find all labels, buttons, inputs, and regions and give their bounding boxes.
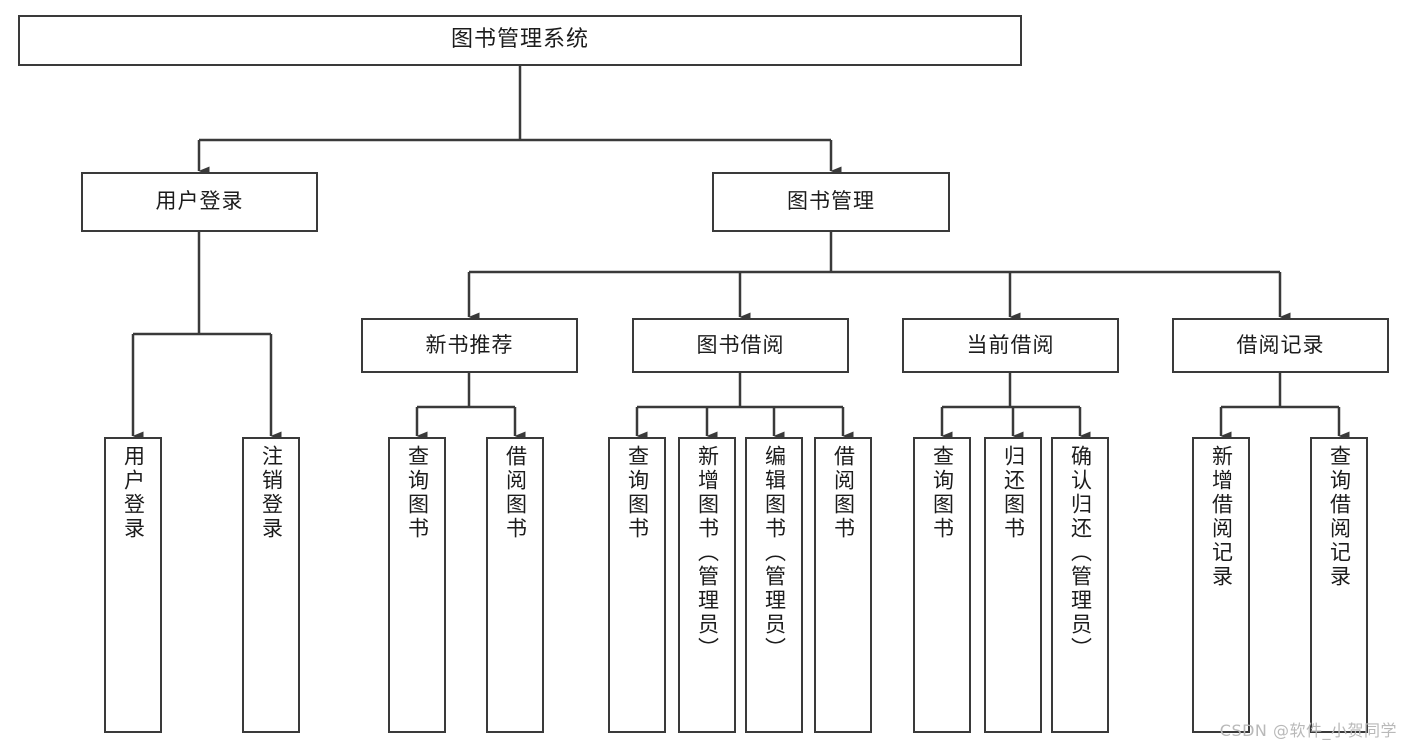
node-leaf-borrow-book-1-label: 借阅图书	[503, 445, 528, 541]
node-leaf-query-book-3[interactable]: 查询图书	[913, 437, 971, 733]
node-leaf-add-book-admin[interactable]: 新增图书（管理员）	[678, 437, 736, 733]
node-leaf-query-book-1-label: 查询图书	[405, 445, 430, 541]
node-new-book-recommend-label: 新书推荐	[425, 332, 514, 357]
node-leaf-add-borrow-record-label: 新增借阅记录	[1209, 445, 1234, 589]
node-new-book-recommend[interactable]: 新书推荐	[361, 318, 578, 373]
watermark: CSDN @软件_小贺同学	[1219, 721, 1397, 740]
node-leaf-borrow-book-2-label: 借阅图书	[831, 445, 856, 541]
node-leaf-confirm-return-admin-label: 确认归还（管理员）	[1068, 445, 1093, 661]
node-book-borrow[interactable]: 图书借阅	[632, 318, 849, 373]
node-leaf-edit-book-admin[interactable]: 编辑图书（管理员）	[745, 437, 803, 733]
node-leaf-query-book-3-label: 查询图书	[930, 445, 955, 541]
node-borrow-record[interactable]: 借阅记录	[1172, 318, 1389, 373]
node-leaf-query-book-2-label: 查询图书	[625, 445, 650, 541]
node-leaf-confirm-return-admin[interactable]: 确认归还（管理员）	[1051, 437, 1109, 733]
node-leaf-borrow-book-1[interactable]: 借阅图书	[486, 437, 544, 733]
node-borrow-record-label: 借阅记录	[1236, 332, 1325, 357]
node-book-management[interactable]: 图书管理	[712, 172, 950, 232]
node-user-login-label: 用户登录	[155, 189, 244, 214]
node-book-borrow-label: 图书借阅	[696, 332, 785, 357]
node-book-management-label: 图书管理	[787, 189, 875, 214]
node-root[interactable]: 图书管理系统	[18, 15, 1022, 66]
node-leaf-user-login-label: 用户登录	[121, 445, 146, 541]
node-leaf-query-borrow-record[interactable]: 查询借阅记录	[1310, 437, 1368, 733]
node-root-label: 图书管理系统	[450, 27, 589, 53]
node-leaf-edit-book-admin-label: 编辑图书（管理员）	[762, 445, 787, 661]
node-current-borrow[interactable]: 当前借阅	[902, 318, 1119, 373]
node-leaf-logout-login-label: 注销登录	[259, 445, 284, 541]
node-leaf-add-book-admin-label: 新增图书（管理员）	[695, 445, 720, 661]
node-leaf-logout-login[interactable]: 注销登录	[242, 437, 300, 733]
node-leaf-return-book-label: 归还图书	[1001, 445, 1026, 541]
node-user-login[interactable]: 用户登录	[81, 172, 318, 232]
node-leaf-return-book[interactable]: 归还图书	[984, 437, 1042, 733]
node-current-borrow-label: 当前借阅	[966, 332, 1055, 357]
node-leaf-user-login[interactable]: 用户登录	[104, 437, 162, 733]
node-leaf-add-borrow-record[interactable]: 新增借阅记录	[1192, 437, 1250, 733]
node-leaf-query-book-1[interactable]: 查询图书	[388, 437, 446, 733]
node-leaf-borrow-book-2[interactable]: 借阅图书	[814, 437, 872, 733]
node-leaf-query-borrow-record-label: 查询借阅记录	[1327, 445, 1352, 589]
node-leaf-query-book-2[interactable]: 查询图书	[608, 437, 666, 733]
